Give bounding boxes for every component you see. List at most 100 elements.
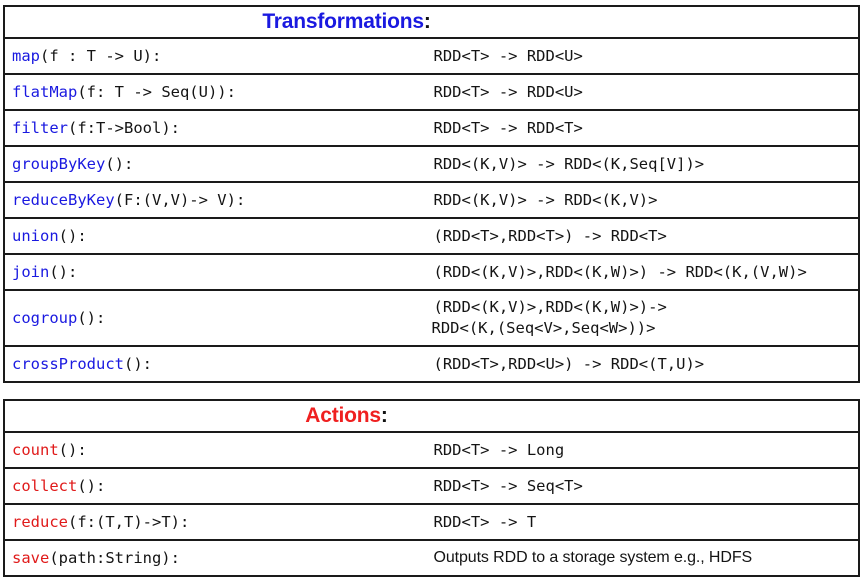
action-return-cell: RDD<T> -> Seq<T>: [432, 468, 860, 504]
function-name: union: [12, 226, 59, 245]
function-args: ():: [105, 154, 134, 173]
return-signature: RDD<T> -> RDD<U>: [433, 46, 583, 65]
transformations-title: Transformations:: [262, 10, 431, 33]
function-name: join: [12, 262, 50, 281]
return-signature: (RDD<T>,RDD<U>) -> RDD<(T,U)>: [433, 354, 705, 373]
signature: union():: [5, 227, 87, 245]
return-signature: RDD<T> -> Seq<T>: [433, 476, 583, 495]
signature: map(f : T -> U):: [5, 47, 161, 65]
function-args: (path:String):: [49, 548, 180, 567]
signature: reduce(f:(T,T)->T):: [5, 513, 189, 531]
return-signature: RDD<T> -> Long: [433, 440, 565, 459]
actions-header-row: Actions:: [4, 400, 859, 432]
transformation-signature-cell: filter(f:T->Bool):: [4, 110, 432, 146]
transformation-return-cell: (RDD<T>,RDD<U>) -> RDD<(T,U)>: [432, 346, 860, 382]
signature: join():: [5, 263, 77, 281]
function-args: (f : T -> U):: [40, 46, 162, 65]
action-return-cell: RDD<T> -> Long: [432, 432, 860, 468]
table-row[interactable]: flatMap(f: T -> Seq(U)): RDD<T> -> RDD<U…: [4, 74, 859, 110]
function-name: cogroup: [12, 308, 78, 327]
function-name: count: [12, 440, 59, 459]
actions-table: Actions: count(): RDD<T> -> Long collect…: [3, 399, 860, 577]
return-signature: (RDD<(K,V)>,RDD<(K,W)>) -> RDD<(K,(V,W)>: [433, 262, 807, 281]
actions-title-colon: :: [380, 404, 388, 427]
table-row[interactable]: count(): RDD<T> -> Long: [4, 432, 859, 468]
transformation-signature-cell: groupByKey():: [4, 146, 432, 182]
return-signature: RDD<(K,V)> -> RDD<(K,Seq[V])>: [433, 154, 705, 173]
transformations-table: Transformations: map(f : T -> U): RDD<T>…: [3, 5, 860, 383]
function-args: (f: T -> Seq(U)):: [77, 82, 236, 101]
transformation-signature-cell: reduceByKey(F:(V,V)-> V):: [4, 182, 432, 218]
return-signature: (RDD<T>,RDD<T>) -> RDD<T>: [433, 226, 667, 245]
transformation-signature-cell: flatMap(f: T -> Seq(U)):: [4, 74, 432, 110]
function-name: filter: [12, 118, 68, 137]
table-row[interactable]: collect(): RDD<T> -> Seq<T>: [4, 468, 859, 504]
return-description: Outputs RDD to a storage system e.g., HD…: [433, 549, 753, 567]
function-args: ():: [77, 476, 106, 495]
action-signature-cell: collect():: [4, 468, 432, 504]
transformation-return-cell: (RDD<(K,V)>,RDD<(K,W)>)-> RDD<(K,(Seq<V>…: [432, 290, 860, 346]
transformations-title-text: Transformations: [262, 10, 424, 33]
transformation-signature-cell: map(f : T -> U):: [4, 38, 432, 74]
transformation-return-cell: RDD<(K,V)> -> RDD<(K,Seq[V])>: [432, 146, 860, 182]
function-name: save: [12, 548, 50, 567]
return-signature: RDD<T> -> T: [433, 512, 537, 531]
transformation-return-cell: RDD<T> -> RDD<T>: [432, 110, 860, 146]
signature: cogroup():: [5, 309, 105, 327]
transformations-header-cell: Transformations:: [4, 6, 859, 38]
function-name: flatMap: [12, 82, 78, 101]
signature: groupByKey():: [5, 155, 133, 173]
table-row[interactable]: map(f : T -> U): RDD<T> -> RDD<U>: [4, 38, 859, 74]
function-name: collect: [12, 476, 78, 495]
function-args: (f:(T,T)->T):: [68, 512, 190, 531]
action-signature-cell: save(path:String):: [4, 540, 432, 576]
action-return-cell: Outputs RDD to a storage system e.g., HD…: [432, 540, 860, 576]
transformation-return-cell: RDD<T> -> RDD<U>: [432, 38, 860, 74]
table-row[interactable]: filter(f:T->Bool): RDD<T> -> RDD<T>: [4, 110, 859, 146]
table-row[interactable]: join(): (RDD<(K,V)>,RDD<(K,W)>) -> RDD<(…: [4, 254, 859, 290]
function-name: crossProduct: [12, 354, 124, 373]
signature: flatMap(f: T -> Seq(U)):: [5, 83, 236, 101]
function-args: ():: [58, 440, 87, 459]
function-args: (F:(V,V)-> V):: [114, 190, 246, 209]
signature: crossProduct():: [5, 355, 152, 373]
table-row[interactable]: cogroup(): (RDD<(K,V)>,RDD<(K,W)>)-> RDD…: [4, 290, 859, 346]
action-signature-cell: count():: [4, 432, 432, 468]
function-name: groupByKey: [12, 154, 106, 173]
transformation-signature-cell: join():: [4, 254, 432, 290]
actions-table-body: Actions: count(): RDD<T> -> Long collect…: [4, 400, 859, 576]
signature: save(path:String):: [5, 549, 180, 567]
actions-title-text: Actions: [305, 404, 381, 427]
transformations-table-body: Transformations: map(f : T -> U): RDD<T>…: [4, 6, 859, 382]
signature: filter(f:T->Bool):: [5, 119, 180, 137]
table-row[interactable]: crossProduct(): (RDD<T>,RDD<U>) -> RDD<(…: [4, 346, 859, 382]
transformation-signature-cell: cogroup():: [4, 290, 432, 346]
function-args: ():: [49, 262, 78, 281]
signature: count():: [5, 441, 87, 459]
table-row[interactable]: reduce(f:(T,T)->T): RDD<T> -> T: [4, 504, 859, 540]
table-row[interactable]: reduceByKey(F:(V,V)-> V): RDD<(K,V)> -> …: [4, 182, 859, 218]
actions-header-cell: Actions:: [4, 400, 859, 432]
return-signature: RDD<(K,V)> -> RDD<(K,V)>: [433, 190, 658, 209]
transformation-signature-cell: crossProduct():: [4, 346, 432, 382]
transformation-return-cell: RDD<T> -> RDD<U>: [432, 74, 860, 110]
signature: collect():: [5, 477, 105, 495]
function-args: ():: [123, 354, 152, 373]
function-name: reduce: [12, 512, 68, 531]
transformation-return-cell: (RDD<(K,V)>,RDD<(K,W)>) -> RDD<(K,(V,W)>: [432, 254, 860, 290]
transformation-return-cell: (RDD<T>,RDD<T>) -> RDD<T>: [432, 218, 860, 254]
signature: reduceByKey(F:(V,V)-> V):: [5, 191, 245, 209]
table-row[interactable]: save(path:String): Outputs RDD to a stor…: [4, 540, 859, 576]
return-signature: RDD<T> -> RDD<T>: [433, 118, 583, 137]
transformations-header-row: Transformations:: [4, 6, 859, 38]
action-return-cell: RDD<T> -> T: [432, 504, 860, 540]
table-row[interactable]: groupByKey(): RDD<(K,V)> -> RDD<(K,Seq[V…: [4, 146, 859, 182]
transformation-return-cell: RDD<(K,V)> -> RDD<(K,V)>: [432, 182, 860, 218]
function-name: map: [12, 46, 40, 65]
function-args: ():: [58, 226, 87, 245]
table-row[interactable]: union(): (RDD<T>,RDD<T>) -> RDD<T>: [4, 218, 859, 254]
function-args: (f:T->Bool):: [68, 118, 180, 137]
return-signature: RDD<T> -> RDD<U>: [433, 82, 583, 101]
function-args: ():: [77, 308, 106, 327]
